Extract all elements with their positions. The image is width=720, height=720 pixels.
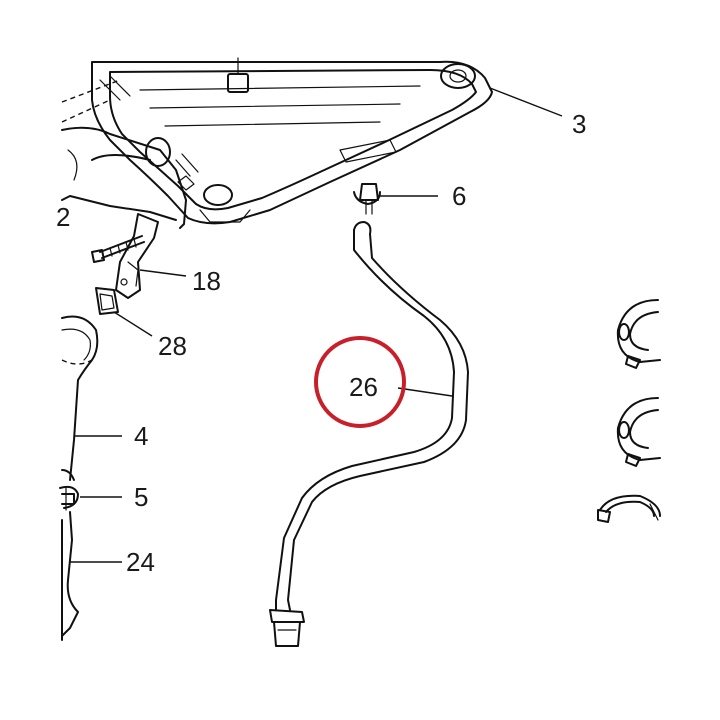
clip-nut-icon: [95, 287, 119, 315]
callout-labels: 3 6 2 18 28 26 4 5 24: [56, 109, 586, 577]
highlight-ring: [314, 336, 406, 428]
callout-28[interactable]: 28: [158, 331, 187, 361]
callout-3[interactable]: 3: [572, 109, 586, 139]
leader-lines: [70, 87, 563, 563]
spare-clamp-top: [616, 299, 661, 369]
callout-5[interactable]: 5: [134, 482, 148, 512]
bolt-icon: [91, 235, 145, 263]
callout-18[interactable]: 18: [192, 266, 221, 296]
spare-clamp-middle: [616, 397, 661, 467]
callout-6[interactable]: 6: [452, 181, 466, 211]
callout-2[interactable]: 2: [56, 202, 70, 232]
callout-24[interactable]: 24: [126, 547, 155, 577]
dipstick-tube: [269, 221, 469, 647]
hose-clamp-icon: [59, 485, 79, 511]
callout-4[interactable]: 4: [134, 421, 148, 451]
engine-block-left: [61, 126, 187, 229]
oil-pan-housing: [61, 57, 493, 225]
lower-hose-left: [61, 511, 79, 641]
bracket-clip-icon: [115, 213, 159, 299]
breather-housing: [61, 315, 99, 481]
spare-clamp-bottom: [597, 494, 661, 523]
callout-26[interactable]: 26: [349, 372, 378, 402]
hose-clamp-top-icon: [353, 183, 381, 215]
